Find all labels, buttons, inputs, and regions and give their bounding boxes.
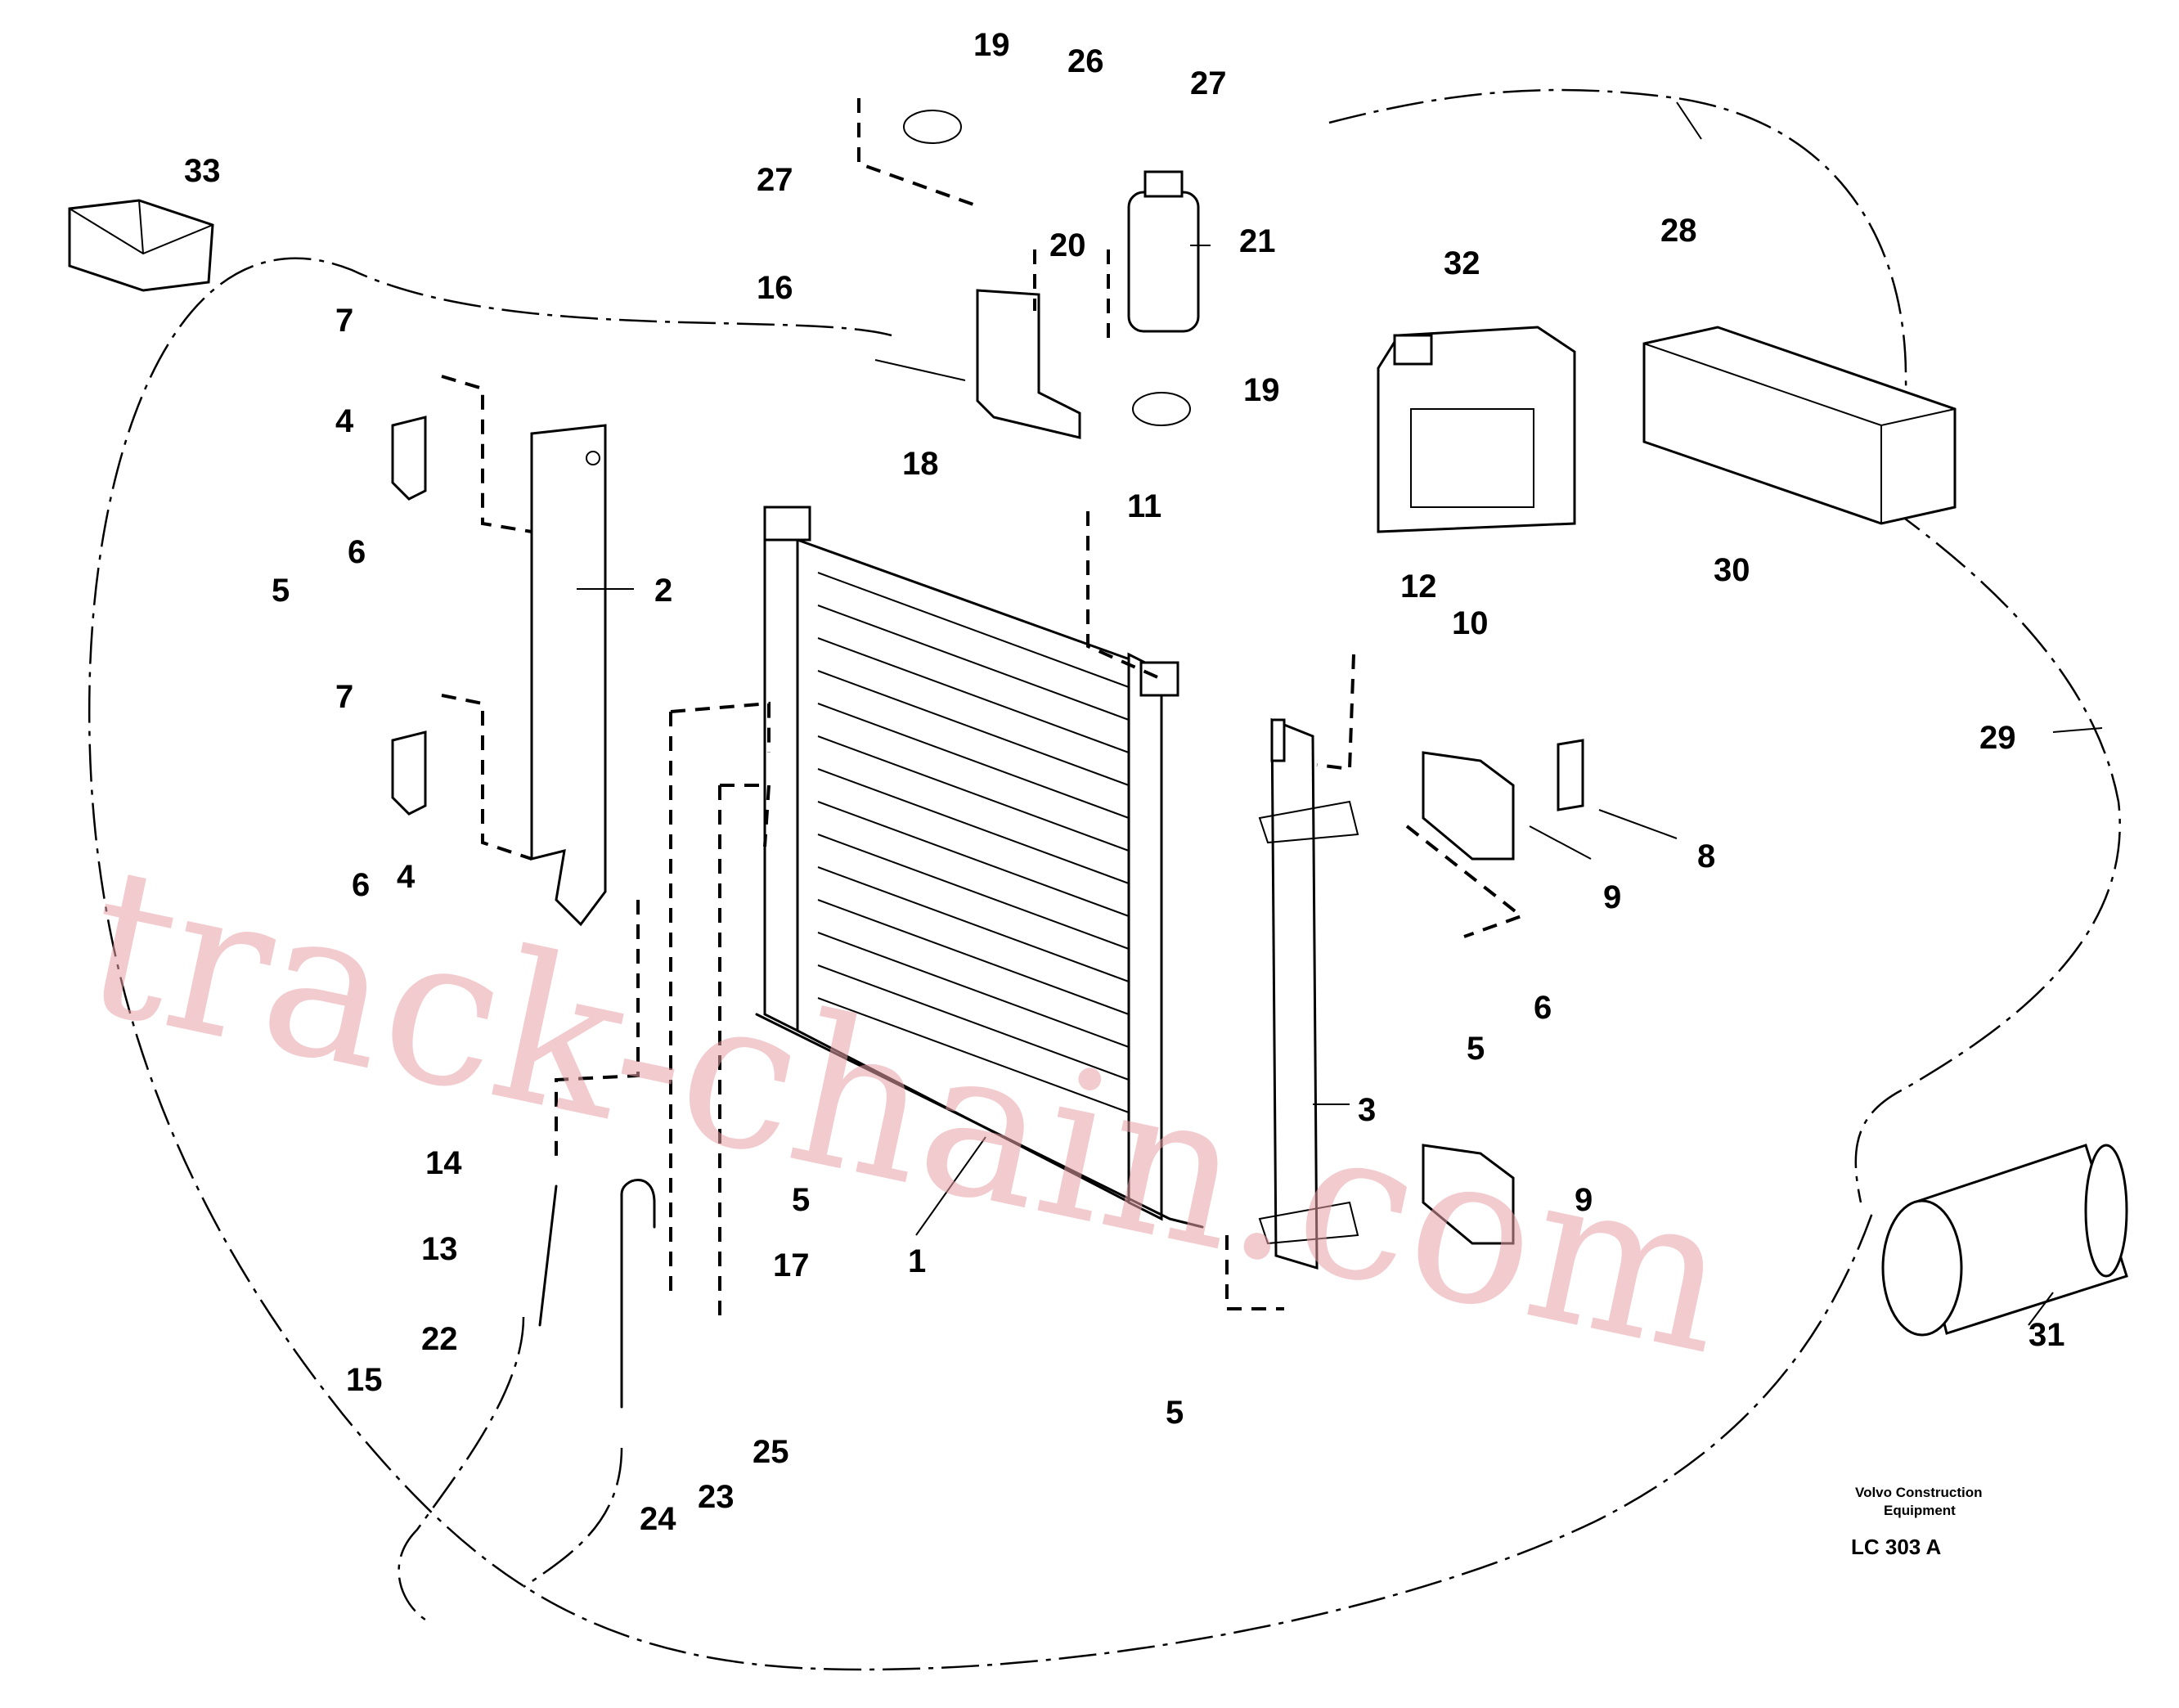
callout-26: 26 (1067, 43, 1104, 79)
callout-33: 33 (184, 153, 221, 189)
mounting-bracket (976, 289, 1081, 439)
callout-23: 23 (698, 1479, 735, 1515)
hose-loop (88, 88, 2121, 1671)
callout-7a: 7 (335, 303, 353, 339)
caption-brand-line2: Equipment (1884, 1503, 1956, 1518)
hinge-plates-9 (1422, 739, 1584, 1245)
channel-piece (68, 199, 214, 292)
callout-10: 10 (1452, 605, 1489, 641)
callout-labels: 1 2 3 4 4 5 5 5 5 6 6 6 7 7 8 9 9 10 11 … (184, 27, 2065, 1537)
callout-9a: 9 (1603, 879, 1621, 915)
callout-2: 2 (654, 573, 672, 609)
right-bracket (1258, 717, 1359, 1270)
callout-3: 3 (1358, 1092, 1376, 1128)
callout-28: 28 (1660, 213, 1697, 249)
callout-18: 18 (902, 446, 939, 482)
hoses-13-17 (538, 1179, 656, 1409)
callout-17: 17 (773, 1247, 810, 1283)
callout-4b: 4 (397, 859, 416, 895)
left-bracket (530, 424, 607, 927)
callout-11: 11 (1127, 488, 1161, 524)
compressor (1881, 1144, 2128, 1337)
callout-16: 16 (757, 270, 793, 306)
evaporator-box (1642, 326, 1957, 525)
callout-22: 22 (421, 1321, 458, 1357)
caption-code: LC 303 A (1851, 1535, 1942, 1559)
caption-brand-line1: Volvo Construction (1855, 1485, 1983, 1500)
callout-5a: 5 (272, 573, 290, 609)
callout-32: 32 (1444, 245, 1480, 281)
callout-8: 8 (1697, 838, 1715, 874)
callout-12: 12 (1400, 569, 1437, 605)
callout-19a: 19 (973, 27, 1010, 63)
hinge-plates-4 (391, 416, 427, 816)
callout-24: 24 (640, 1501, 676, 1537)
callout-4a: 4 (335, 403, 354, 439)
assembly-guides (441, 98, 1525, 1325)
callout-27b: 27 (757, 162, 793, 198)
callout-27a: 27 (1190, 65, 1227, 101)
callout-31: 31 (2028, 1317, 2065, 1353)
caption-block: Volvo Construction Equipment LC 303 A (1851, 1485, 1983, 1559)
callout-5b: 5 (792, 1182, 810, 1218)
callout-6b: 6 (352, 867, 370, 903)
callout-6a: 6 (348, 534, 366, 570)
callout-14: 14 (425, 1145, 462, 1181)
callout-29: 29 (1979, 720, 2016, 756)
callout-13: 13 (421, 1231, 458, 1267)
callout-9b: 9 (1575, 1182, 1593, 1218)
callout-30: 30 (1714, 552, 1750, 588)
callout-5c: 5 (1166, 1395, 1184, 1431)
callout-21: 21 (1239, 223, 1276, 259)
leader-lines (577, 101, 2103, 1326)
callout-5d: 5 (1467, 1031, 1485, 1067)
callout-20: 20 (1049, 227, 1086, 263)
oil-can (1377, 326, 1576, 533)
callout-25: 25 (753, 1434, 789, 1470)
clamp-rings (903, 110, 1191, 426)
callout-1: 1 (908, 1243, 926, 1279)
receiver-drier (1127, 170, 1200, 333)
callout-6c: 6 (1534, 990, 1552, 1026)
condenser-core (755, 506, 1204, 1229)
callout-15: 15 (346, 1362, 383, 1398)
callout-7b: 7 (335, 679, 353, 715)
callout-19b: 19 (1243, 372, 1280, 408)
